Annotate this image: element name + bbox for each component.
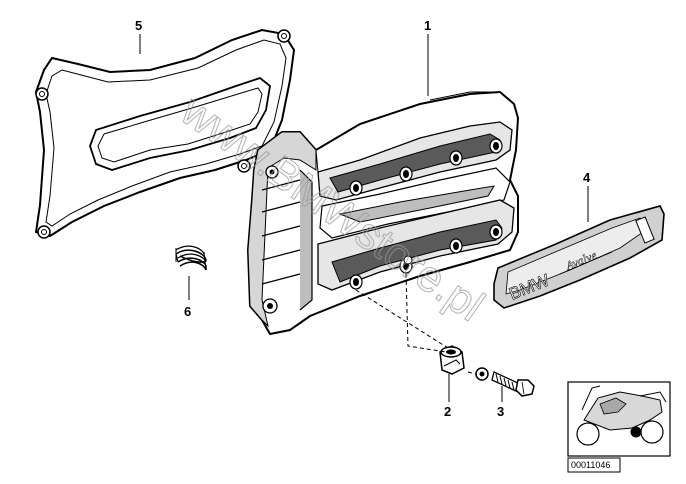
spring-part-6[interactable] xyxy=(175,245,207,271)
callout-2: 2 xyxy=(444,404,451,419)
badge-trim-part-4[interactable]: BMW Avalve xyxy=(493,205,665,309)
callout-4: 4 xyxy=(583,170,591,185)
bolt-part-3[interactable] xyxy=(491,371,535,397)
washer[interactable] xyxy=(475,367,489,381)
reference-number: 00011046 xyxy=(571,460,610,470)
motorcycle-thumbnail: 00011046 xyxy=(567,381,671,473)
callout-5: 5 xyxy=(135,18,142,33)
callout-6: 6 xyxy=(184,304,191,319)
thumbnail-location-marker xyxy=(630,426,642,438)
callout-3: 3 xyxy=(497,404,504,419)
valve-cover-part-1[interactable] xyxy=(246,90,520,336)
gasket-part-5[interactable] xyxy=(34,28,296,239)
leader-lines xyxy=(139,34,589,402)
callout-1: 1 xyxy=(424,18,431,33)
sleeve-part-2[interactable] xyxy=(439,345,465,375)
assembly-lines xyxy=(355,273,477,375)
